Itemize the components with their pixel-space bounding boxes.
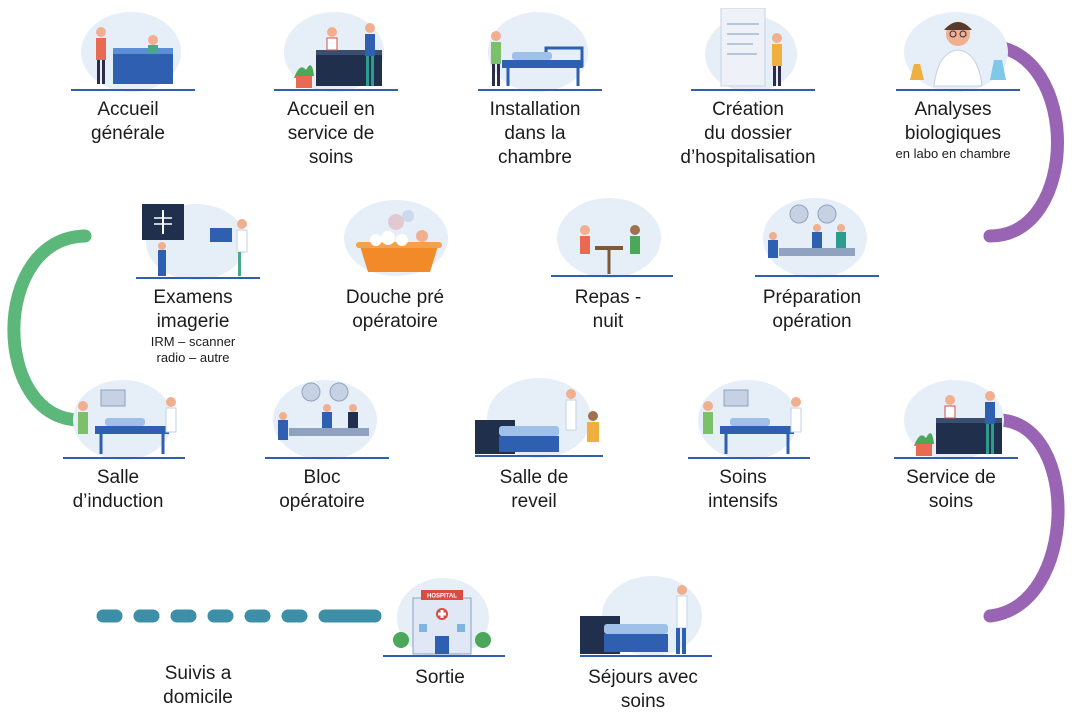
label-sortie: Sortie: [415, 667, 465, 688]
path-curve-left: [7, 229, 92, 427]
step-induction: Salle d’induction: [33, 376, 203, 514]
patient-stay-illustration: [580, 576, 712, 657]
step-bloc: Bloc opératoire: [237, 376, 407, 514]
label-preparation: Préparation opération: [762, 287, 862, 332]
lab-scientist-illustration: [896, 12, 1020, 92]
bathtub-illustration: [344, 200, 448, 276]
hospital-sign: HOSPITAL: [427, 594, 457, 600]
care-service-desk-illustration: [894, 380, 1018, 460]
recovery-room-illustration: [475, 378, 603, 458]
step-accueil-generale: Accueil générale: [43, 8, 213, 146]
step-installation: Installation dans la chambre: [450, 8, 620, 170]
step-sejours: Séjours avec soins: [558, 572, 728, 714]
step-douche: Douche pré opératoire: [310, 196, 480, 334]
step-examens: Examens imagerie IRM – scanner radio – a…: [108, 200, 278, 366]
path-curve-right-2: [983, 413, 1065, 623]
operating-room-illustration: [265, 380, 389, 460]
label-accueil-generale: Accueil générale: [91, 99, 165, 144]
xray-imaging-illustration: [136, 204, 260, 280]
label-examens: Examens imagerie: [153, 287, 233, 332]
label-service-soins: Service de soins: [906, 467, 996, 512]
step-reveil: Salle de reveil: [449, 376, 619, 514]
label-suivis: Suivis a domicile: [163, 663, 233, 708]
label-sejours: Séjours avec soins: [588, 667, 698, 712]
label-accueil-service: Accueil en service de soins: [287, 99, 375, 168]
surgery-prep-illustration: [755, 198, 879, 278]
label-analyses: Analyses biologiques: [904, 99, 1002, 144]
step-intensifs: Soins intensifs: [658, 376, 828, 514]
step-accueil-service: Accueil en service de soins: [246, 8, 416, 170]
label-repas: Repas - nuit: [574, 287, 642, 332]
sublabel-examens: IRM – scanner radio – autre: [150, 334, 236, 365]
step-repas: Repas - nuit: [523, 196, 693, 334]
step-analyses: Analyses biologiques en labo en chambre: [868, 8, 1038, 162]
document-file-illustration: [691, 8, 815, 92]
reception-desk-illustration: [71, 12, 195, 92]
path-curve-right-1: [983, 39, 1064, 243]
step-service-soins: Service de soins: [866, 376, 1036, 514]
step-creation-dossier: Création du dossier d’hospitalisation: [663, 8, 833, 170]
label-bloc: Bloc opératoire: [279, 467, 365, 512]
label-intensifs: Soins intensifs: [708, 467, 778, 512]
hospital-building-illustration: HOSPITAL: [383, 578, 505, 658]
label-douche: Douche pré opératoire: [345, 287, 445, 332]
induction-room-illustration: [63, 380, 185, 460]
sublabel-analyses: en labo en chambre: [895, 146, 1011, 161]
meal-table-illustration: [551, 198, 673, 278]
label-induction: Salle d’induction: [72, 467, 164, 512]
label-reveil: Salle de reveil: [499, 467, 569, 512]
nurse-station-illustration: [274, 12, 398, 92]
intensive-care-illustration: [688, 380, 810, 460]
label-installation: Installation dans la chambre: [489, 99, 581, 168]
step-suivis: Suivis a domicile: [113, 658, 283, 710]
step-preparation: Préparation opération: [727, 196, 897, 334]
step-sortie: HOSPITAL Sortie: [355, 576, 525, 690]
hospital-bed-illustration: [478, 12, 602, 92]
label-creation-dossier: Création du dossier d’hospitalisation: [680, 99, 816, 168]
